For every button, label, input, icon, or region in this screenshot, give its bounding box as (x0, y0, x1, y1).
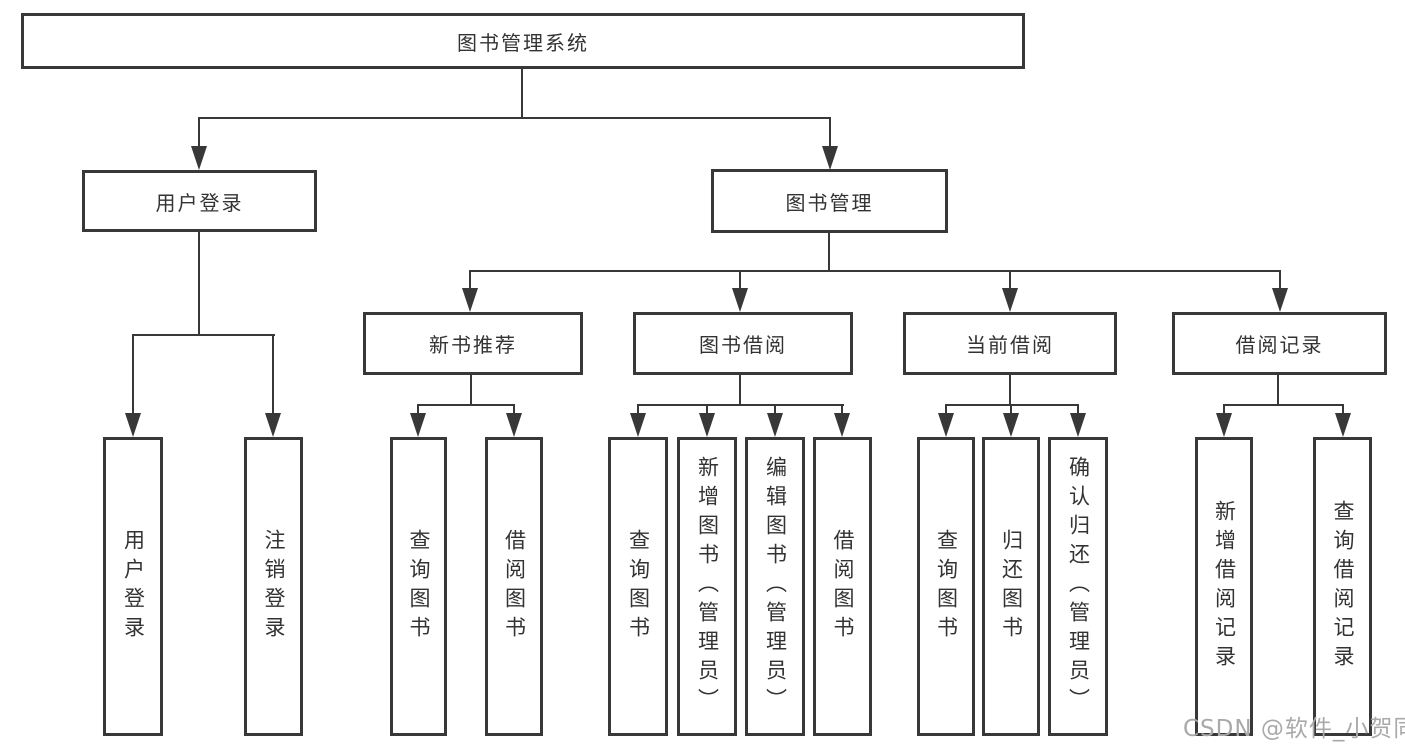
connector-line (945, 404, 947, 416)
leaf-recommend-borrow-books-label: 借阅图书 (502, 528, 527, 645)
connector-line (521, 67, 523, 119)
leaf-recommend-borrow-books: 借阅图书 (485, 437, 543, 736)
connector-line (739, 270, 741, 292)
node-new-book-recommend-label: 新书推荐 (429, 333, 517, 357)
connector-line (513, 404, 515, 416)
leaf-current-return-books-label: 归还图书 (999, 528, 1024, 645)
node-book-borrow-label: 图书借阅 (699, 333, 787, 357)
connector-line (1009, 373, 1011, 406)
node-root-label: 图书管理系统 (457, 30, 589, 55)
leaf-borrow-query-books-label: 查询图书 (626, 528, 651, 645)
connector-line (739, 373, 741, 406)
node-book-management: 图书管理 (711, 169, 948, 233)
connector-line (841, 404, 843, 416)
node-book-borrow: 图书借阅 (633, 312, 853, 375)
connector-line (132, 334, 275, 336)
leaf-records-add-record-label: 新增借阅记录 (1212, 499, 1237, 674)
leaf-user-login-label: 用户登录 (121, 528, 146, 645)
arrowhead-down-icon (410, 413, 426, 437)
connector-line (1277, 373, 1279, 406)
leaf-current-confirm-return-admin: 确认归还（管理员） (1048, 437, 1108, 736)
leaf-recommend-query-books-label: 查询图书 (407, 528, 431, 645)
arrowhead-down-icon (1335, 413, 1351, 437)
connector-line (829, 117, 831, 147)
node-current-borrow-label: 当前借阅 (966, 333, 1054, 357)
leaf-recommend-query-books: 查询图书 (390, 437, 447, 736)
connector-line (828, 231, 830, 272)
connector-line (1010, 404, 1012, 416)
leaf-borrow-borrow-books-label: 借阅图书 (831, 528, 855, 645)
connector-line (272, 334, 274, 416)
connector-line (470, 373, 472, 406)
node-book-management-label: 图书管理 (785, 190, 874, 215)
leaf-current-return-books: 归还图书 (982, 437, 1040, 736)
leaf-records-query-record-label: 查询借阅记录 (1331, 499, 1355, 674)
arrowhead-down-icon (1003, 413, 1019, 437)
node-root: 图书管理系统 (21, 13, 1025, 69)
connector-line (1279, 270, 1281, 292)
connector-line (637, 404, 844, 406)
leaf-borrow-edit-books-admin-label: 编辑图书（管理员） (763, 456, 788, 717)
leaf-records-add-record: 新增借阅记录 (1195, 437, 1253, 736)
connector-line (1223, 404, 1225, 416)
arrowhead-down-icon (767, 413, 783, 437)
node-current-borrow: 当前借阅 (903, 312, 1117, 375)
connector-line (417, 404, 515, 406)
leaf-current-confirm-return-admin-label: 确认归还（管理员） (1066, 456, 1091, 717)
arrowhead-down-icon (822, 146, 838, 170)
leaf-borrow-edit-books-admin: 编辑图书（管理员） (745, 437, 805, 736)
arrowhead-down-icon (732, 288, 748, 312)
arrowhead-down-icon (630, 413, 646, 437)
arrowhead-down-icon (462, 288, 478, 312)
connector-line (706, 404, 708, 416)
arrowhead-down-icon (1002, 288, 1018, 312)
leaf-borrow-add-books-admin-label: 新增图书（管理员） (695, 456, 720, 717)
connector-line (469, 270, 1281, 272)
arrowhead-down-icon (265, 413, 281, 437)
watermark: CSDN @软件_小贺同学 (1183, 716, 1405, 742)
leaf-logout: 注销登录 (244, 437, 303, 736)
arrowhead-down-icon (834, 413, 850, 437)
connector-line (1342, 404, 1344, 416)
arrowhead-down-icon (699, 413, 715, 437)
connector-line (945, 404, 1079, 406)
connector-line (774, 404, 776, 416)
node-borrow-records: 借阅记录 (1172, 312, 1387, 375)
leaf-current-query-books: 查询图书 (917, 437, 975, 736)
arrowhead-down-icon (191, 146, 207, 170)
connector-line (469, 270, 471, 292)
arrowhead-down-icon (125, 413, 141, 437)
arrowhead-down-icon (1272, 288, 1288, 312)
leaf-borrow-query-books: 查询图书 (608, 437, 668, 736)
node-user-login-label: 用户登录 (155, 190, 244, 215)
leaf-current-query-books-label: 查询图书 (934, 528, 959, 645)
arrowhead-down-icon (1070, 413, 1086, 437)
arrowhead-down-icon (506, 413, 522, 437)
connector-line (198, 117, 200, 147)
leaf-records-query-record: 查询借阅记录 (1313, 437, 1372, 736)
node-user-login: 用户登录 (82, 170, 317, 232)
connector-line (132, 334, 134, 416)
leaf-borrow-add-books-admin: 新增图书（管理员） (677, 437, 737, 736)
node-new-book-recommend: 新书推荐 (363, 312, 583, 375)
leaf-logout-label: 注销登录 (262, 528, 286, 645)
connector-line (637, 404, 639, 416)
connector-line (1009, 270, 1011, 292)
leaf-user-login: 用户登录 (103, 437, 163, 736)
connector-line (198, 117, 831, 119)
leaf-borrow-borrow-books: 借阅图书 (813, 437, 872, 736)
connector-line (198, 230, 200, 336)
connector-line (417, 404, 419, 416)
connector-line (1223, 404, 1344, 406)
connector-line (1077, 404, 1079, 416)
node-borrow-records-label: 借阅记录 (1235, 333, 1324, 357)
arrowhead-down-icon (1216, 413, 1232, 437)
arrowhead-down-icon (938, 413, 954, 437)
